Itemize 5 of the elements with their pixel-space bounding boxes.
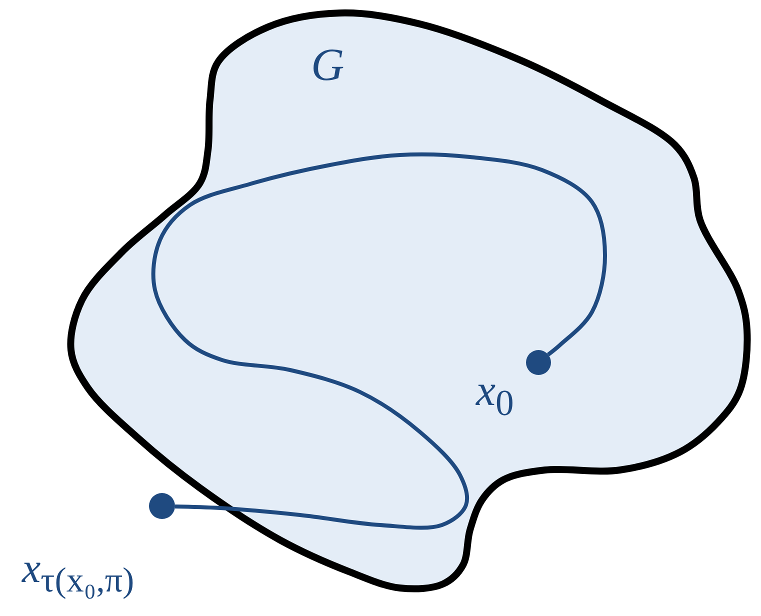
region-label: G (311, 38, 344, 91)
point-label: x$_{0}$ (476, 365, 514, 424)
trajectory-path (151, 152, 607, 530)
point-marker (149, 493, 175, 519)
point-label: x$_{τ(x₀,π)}$ (22, 545, 134, 600)
